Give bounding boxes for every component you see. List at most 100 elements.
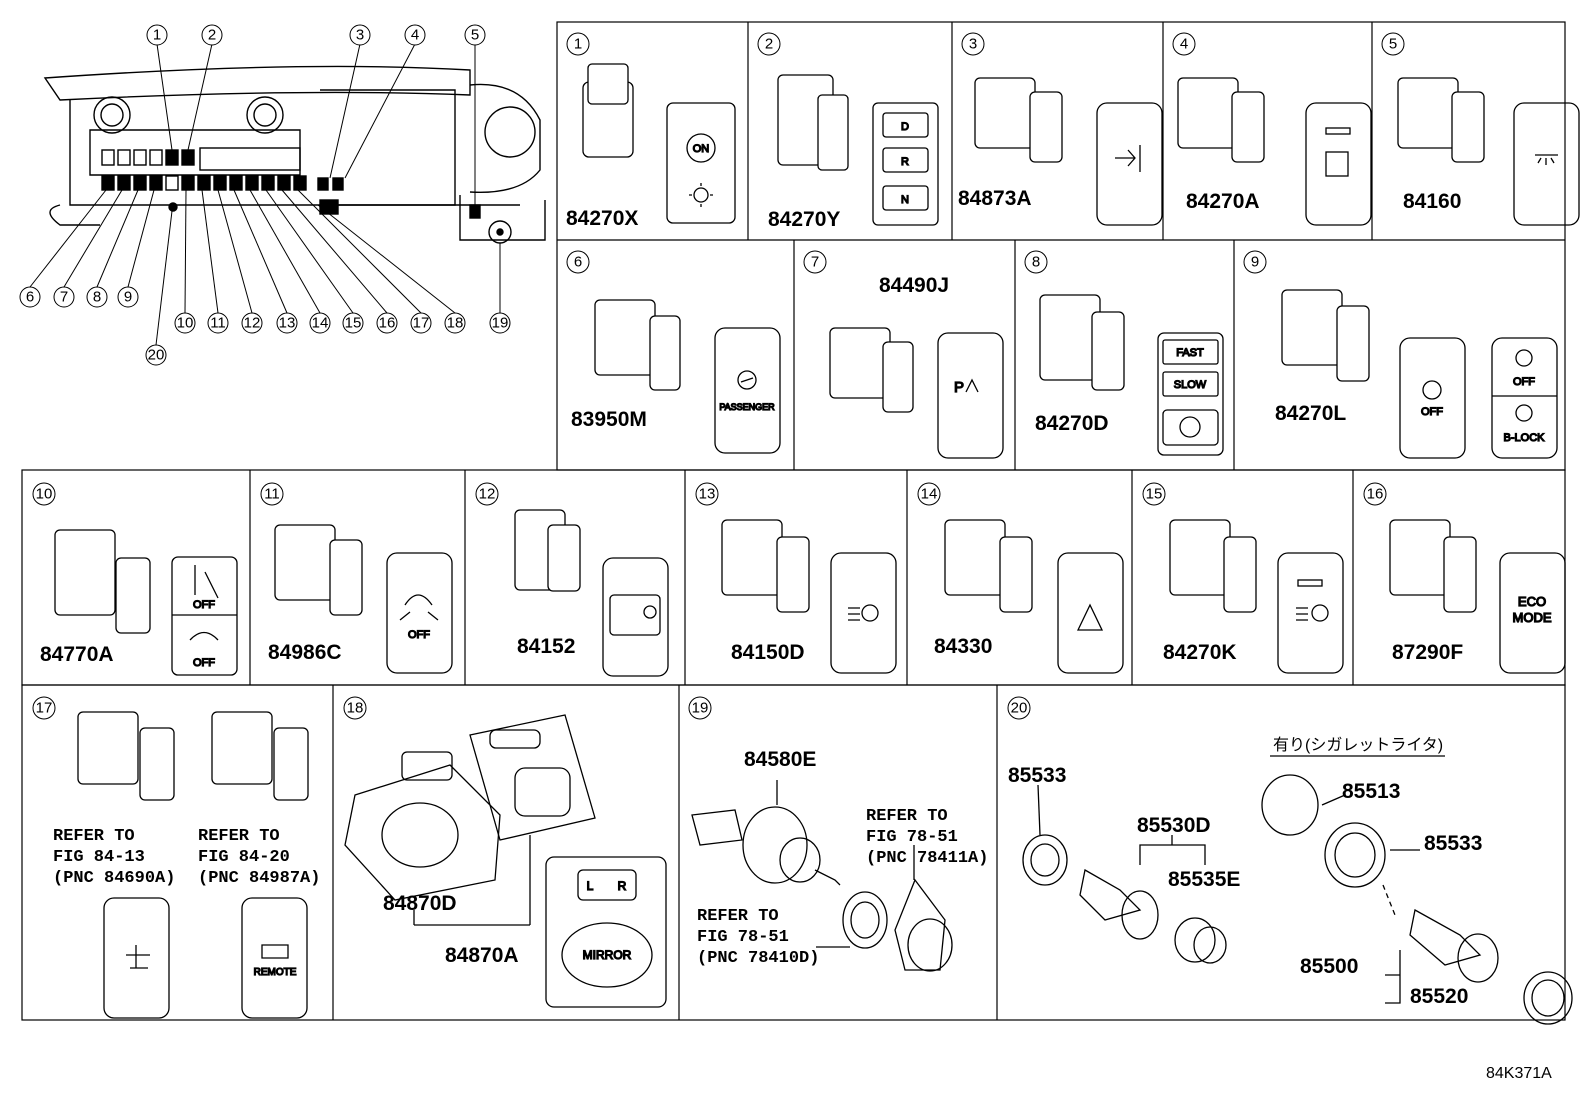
switch-body-7 bbox=[829, 327, 914, 413]
svg-text:19: 19 bbox=[492, 315, 509, 332]
ref-17a: REFER TO FIG 84-13 (PNC 84690A) bbox=[53, 827, 175, 888]
svg-text:12: 12 bbox=[479, 486, 496, 503]
svg-text:OFF: OFF bbox=[408, 629, 430, 641]
svg-text:20: 20 bbox=[1011, 700, 1028, 717]
callout-11: 11 bbox=[207, 312, 229, 334]
svg-text:13: 13 bbox=[279, 315, 296, 332]
switch-body-11 bbox=[274, 524, 363, 616]
svg-text:REMOTE: REMOTE bbox=[254, 967, 297, 978]
row3-buttons: OFF OFF OFF ECO MODE bbox=[171, 552, 1566, 677]
part-87290F: 87290F bbox=[1392, 641, 1463, 664]
switch-body-4 bbox=[1177, 77, 1265, 163]
svg-text:B-LOCK: B-LOCK bbox=[1504, 432, 1546, 444]
svg-text:P: P bbox=[954, 379, 964, 396]
panel-num-4: 4 bbox=[1172, 32, 1196, 56]
switch-body-3 bbox=[974, 77, 1063, 163]
svg-text:MODE: MODE bbox=[1513, 610, 1552, 625]
svg-text:9: 9 bbox=[1251, 254, 1259, 271]
panel-num-20: 20 bbox=[1007, 696, 1031, 720]
svg-text:ON: ON bbox=[693, 143, 710, 155]
part-84160: 84160 bbox=[1403, 190, 1461, 213]
callout-7: 7 bbox=[53, 286, 75, 308]
svg-text:ECO: ECO bbox=[1518, 594, 1546, 609]
svg-text:17: 17 bbox=[36, 700, 53, 717]
svg-text:8: 8 bbox=[1032, 254, 1040, 271]
panel-num-16: 16 bbox=[1363, 482, 1387, 506]
part-84270L: 84270L bbox=[1275, 402, 1346, 425]
switch-body-14 bbox=[944, 519, 1033, 613]
switch-body-10 bbox=[54, 529, 151, 634]
part-84986C: 84986C bbox=[268, 641, 342, 664]
switch-body-17a bbox=[77, 711, 175, 801]
part-85530D: 85530D bbox=[1137, 814, 1211, 837]
switch-body-6 bbox=[594, 299, 681, 391]
svg-text:REFER TO: REFER TO bbox=[53, 827, 135, 846]
switch-body-12 bbox=[514, 509, 581, 592]
part-85520: 85520 bbox=[1410, 985, 1468, 1008]
part-85535E: 85535E bbox=[1168, 868, 1240, 891]
panel-num-7: 7 bbox=[803, 250, 827, 274]
part-84270D: 84270D bbox=[1035, 412, 1109, 435]
svg-text:9: 9 bbox=[124, 289, 132, 306]
svg-text:OFF: OFF bbox=[193, 599, 215, 611]
svg-text:1: 1 bbox=[574, 36, 582, 53]
panel-num-11: 11 bbox=[260, 482, 284, 506]
panel-3-5-buttons bbox=[1096, 102, 1580, 226]
svg-text:L: L bbox=[587, 879, 594, 893]
svg-text:11: 11 bbox=[210, 315, 226, 332]
svg-text:14: 14 bbox=[312, 315, 329, 332]
svg-text:20: 20 bbox=[148, 347, 165, 364]
switch-body-8 bbox=[1039, 294, 1125, 391]
panel-num-18: 18 bbox=[343, 696, 367, 720]
callout-2: 2 bbox=[201, 24, 223, 46]
panel-numbers: 1 2 3 4 5 6 7 8 9 10 11 12 13 14 15 16 1… bbox=[32, 32, 1405, 720]
svg-text:FIG 84-20: FIG 84-20 bbox=[198, 848, 290, 867]
reference-notes: REFER TO FIG 84-13 (PNC 84690A) REFER TO… bbox=[53, 736, 1443, 968]
callout-1: 1 bbox=[146, 24, 168, 46]
part-84870D: 84870D bbox=[383, 892, 457, 915]
callout-10: 10 bbox=[174, 312, 196, 334]
part-84580E: 84580E bbox=[744, 748, 816, 771]
part-84270A: 84270A bbox=[1186, 190, 1260, 213]
part-84270X: 84270X bbox=[566, 207, 638, 230]
switch-bodies bbox=[54, 63, 1485, 801]
svg-text:N: N bbox=[901, 194, 909, 206]
svg-text:16: 16 bbox=[1367, 486, 1384, 503]
svg-text:19: 19 bbox=[692, 700, 709, 717]
part-84770A: 84770A bbox=[40, 643, 114, 666]
ref-19a: REFER TO FIG 78-51 (PNC 78411A) bbox=[866, 807, 988, 868]
svg-text:7: 7 bbox=[60, 289, 68, 306]
svg-text:OFF: OFF bbox=[1421, 406, 1443, 418]
panel-num-1: 1 bbox=[566, 32, 590, 56]
svg-text:16: 16 bbox=[379, 315, 396, 332]
panel-num-10: 10 bbox=[32, 482, 56, 506]
svg-text:MIRROR: MIRROR bbox=[583, 948, 632, 962]
svg-text:17: 17 bbox=[413, 315, 430, 332]
svg-text:(PNC 78411A): (PNC 78411A) bbox=[866, 849, 988, 868]
svg-text:13: 13 bbox=[699, 486, 716, 503]
row4-visuals: REMOTE L R MIRROR bbox=[103, 714, 1573, 1025]
svg-text:FAST: FAST bbox=[1176, 347, 1204, 359]
panel-num-9: 9 bbox=[1243, 250, 1267, 274]
panel-num-13: 13 bbox=[695, 482, 719, 506]
svg-text:FIG 78-51: FIG 78-51 bbox=[866, 828, 958, 847]
callout-9: 9 bbox=[117, 286, 139, 308]
part-84490J: 84490J bbox=[879, 274, 949, 297]
panel-8-detail: FAST SLOW bbox=[1157, 332, 1224, 456]
ref-19b: REFER TO FIG 78-51 (PNC 78410D) bbox=[697, 907, 819, 968]
callout-13: 13 bbox=[276, 312, 298, 334]
panel-num-14: 14 bbox=[917, 482, 941, 506]
svg-text:3: 3 bbox=[969, 36, 977, 53]
callout-19: 19 bbox=[489, 312, 511, 334]
svg-text:SLOW: SLOW bbox=[1174, 379, 1207, 391]
panel-num-2: 2 bbox=[757, 32, 781, 56]
callout-20: 20 bbox=[145, 344, 167, 366]
part-83950M: 83950M bbox=[571, 408, 647, 431]
panel-grid bbox=[21, 21, 1566, 1021]
callout-16: 16 bbox=[376, 312, 398, 334]
part-84270Y: 84270Y bbox=[768, 208, 840, 231]
svg-text:7: 7 bbox=[811, 254, 819, 271]
svg-text:4: 4 bbox=[411, 27, 419, 44]
callout-5: 5 bbox=[464, 24, 486, 46]
